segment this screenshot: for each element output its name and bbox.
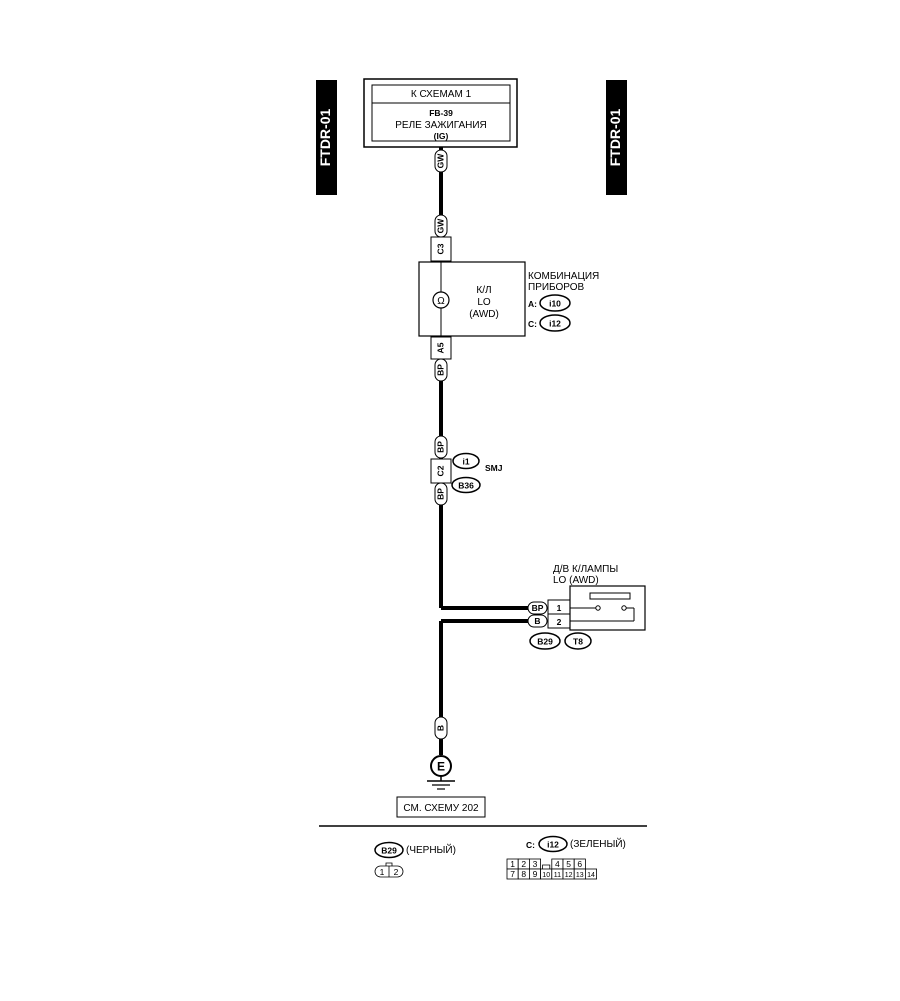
legend-i12-pin-top-1: 2 [521,859,526,869]
legend-i12-pin-top-0: 1 [510,859,515,869]
legend-b29: B29 (ЧЕРНЫЙ) 1 2 [374,841,456,878]
relay-reference-box: К СХЕМАМ 1 FB-39 РЕЛЕ ЗАЖИГАНИЯ (IG) [363,78,518,148]
relay-name: РЕЛЕ ЗАЖИГАНИЯ [395,120,487,131]
legend-i12-prefix: C: [526,840,535,850]
legend-b29-pin-2: 2 [394,867,399,877]
wire-label-bp-a5: BP [435,364,445,376]
pin-label-c2: C2 [435,465,445,476]
side-label-right-text: FTDR-01 [607,109,623,167]
legend-b29-pin-1: 1 [380,867,385,877]
wire-label-gw-top-text: GW [435,153,445,169]
ground: B E СМ. СХЕМУ 202 [396,716,486,818]
legend-i12-cell [585,868,598,880]
relay-tag: (IG) [434,131,449,141]
legend-i12-oval [538,835,568,853]
lamp-label-line3: (AWD) [469,309,499,320]
relay-code: FB-39 [429,108,453,118]
legend-i12-pin-bottom-0: 7 [510,869,515,879]
legend-b29-color: (ЧЕРНЫЙ) [406,843,456,856]
legend-i12-color: (ЗЕЛЕНЫЙ) [570,837,626,850]
combination-meter-name-2: ПРИБОРОВ [528,282,585,293]
smj-conn-top-oval [452,452,480,470]
ground-reference: СМ. СХЕМУ 202 [403,803,479,814]
legend-i12-pin-bottom-1: 8 [521,869,526,879]
legend-i12-pin-top-6: 6 [577,859,582,869]
legend-i12-pin-top-5: 5 [566,859,571,869]
conn-a-oval [539,294,571,312]
conn-a-prefix: A: [528,299,537,309]
indicator-lamp-icon: Ω [437,296,445,307]
switch-pin-1: 1 [557,603,562,613]
switch-name-1: Д/В К/ЛАМПЫ [553,564,618,575]
switch-name-2: LO (AWD) [553,575,599,586]
switch-conn-right-code: T8 [573,637,583,647]
smj-conn-bottom-oval [451,476,481,494]
side-label-left: FTDR-01 [316,80,337,195]
legend-i12-pin-bottom-2: 9 [533,869,538,879]
wire-label-bp-c2-top: BP [435,441,445,453]
ground-symbol-letter: E [437,760,445,774]
switch-conn-right-oval [564,632,592,650]
connector-c2-smj: BP C2 BP i1 SMJ B36 [430,435,503,506]
legend-i12-key [542,864,551,869]
wire-label-b-ground: B [435,725,445,731]
smj-conn-top-code: i1 [462,457,469,467]
wire-label-bp-switch: BP [532,603,544,613]
main-wire [439,147,528,755]
pin-label-c3: C3 [435,243,445,254]
conn-c-prefix: C: [528,319,537,329]
conn-c-code: i12 [549,319,561,329]
conn-c-oval [539,314,571,332]
switch-conn-left-code: B29 [537,637,553,647]
legend-i12-pin-top-2: 3 [533,859,538,869]
lamp-label-line2: LO [477,297,491,308]
legend-b29-oval [374,841,404,859]
lamp-label-line1: К/Л [476,285,491,296]
switch-pin-2: 2 [557,617,562,627]
connector-c3: GW C3 [430,214,452,262]
smj-label: SMJ [485,463,503,473]
switch-conn-left-oval [529,632,561,650]
legend-i12-pin-bottom-3: 10 [542,872,550,879]
wire-label-b-switch: B [534,616,540,626]
wire-label-gw-c3: GW [435,218,445,234]
side-label-left-text: FTDR-01 [317,109,333,167]
side-label-right: FTDR-01 [606,80,627,195]
legend-i12-pin-top-4: 4 [555,859,560,869]
lamp-switch: Д/В К/ЛАМПЫ LO (AWD) BP B 1 2 B29 T8 [527,564,646,650]
legend-i12-pin-bottom-6: 13 [576,872,584,879]
wire-label-gw-top: GW [434,149,448,173]
combination-meter: Ω К/Л LO (AWD) КОМБИНАЦИЯ ПРИБОРОВ A: i1… [418,261,599,337]
legend-i12-pin-bottom-5: 12 [565,872,573,879]
legend-i12-pin-bottom-7: 14 [587,872,595,879]
legend-i12-pin-bottom-4: 11 [554,872,561,879]
smj-conn-bottom-code: B36 [458,481,474,491]
connector-a5: A5 BP [430,336,452,382]
relay-reference-title: К СХЕМАМ 1 [411,89,472,100]
combination-meter-name-1: КОМБИНАЦИЯ [528,271,599,282]
pin-label-a5: A5 [435,342,445,353]
wire-label-bp-c2-bottom: BP [435,488,445,500]
conn-a-code: i10 [549,299,561,309]
legend-i12-code: i12 [547,840,559,850]
legend-b29-code: B29 [381,846,397,856]
